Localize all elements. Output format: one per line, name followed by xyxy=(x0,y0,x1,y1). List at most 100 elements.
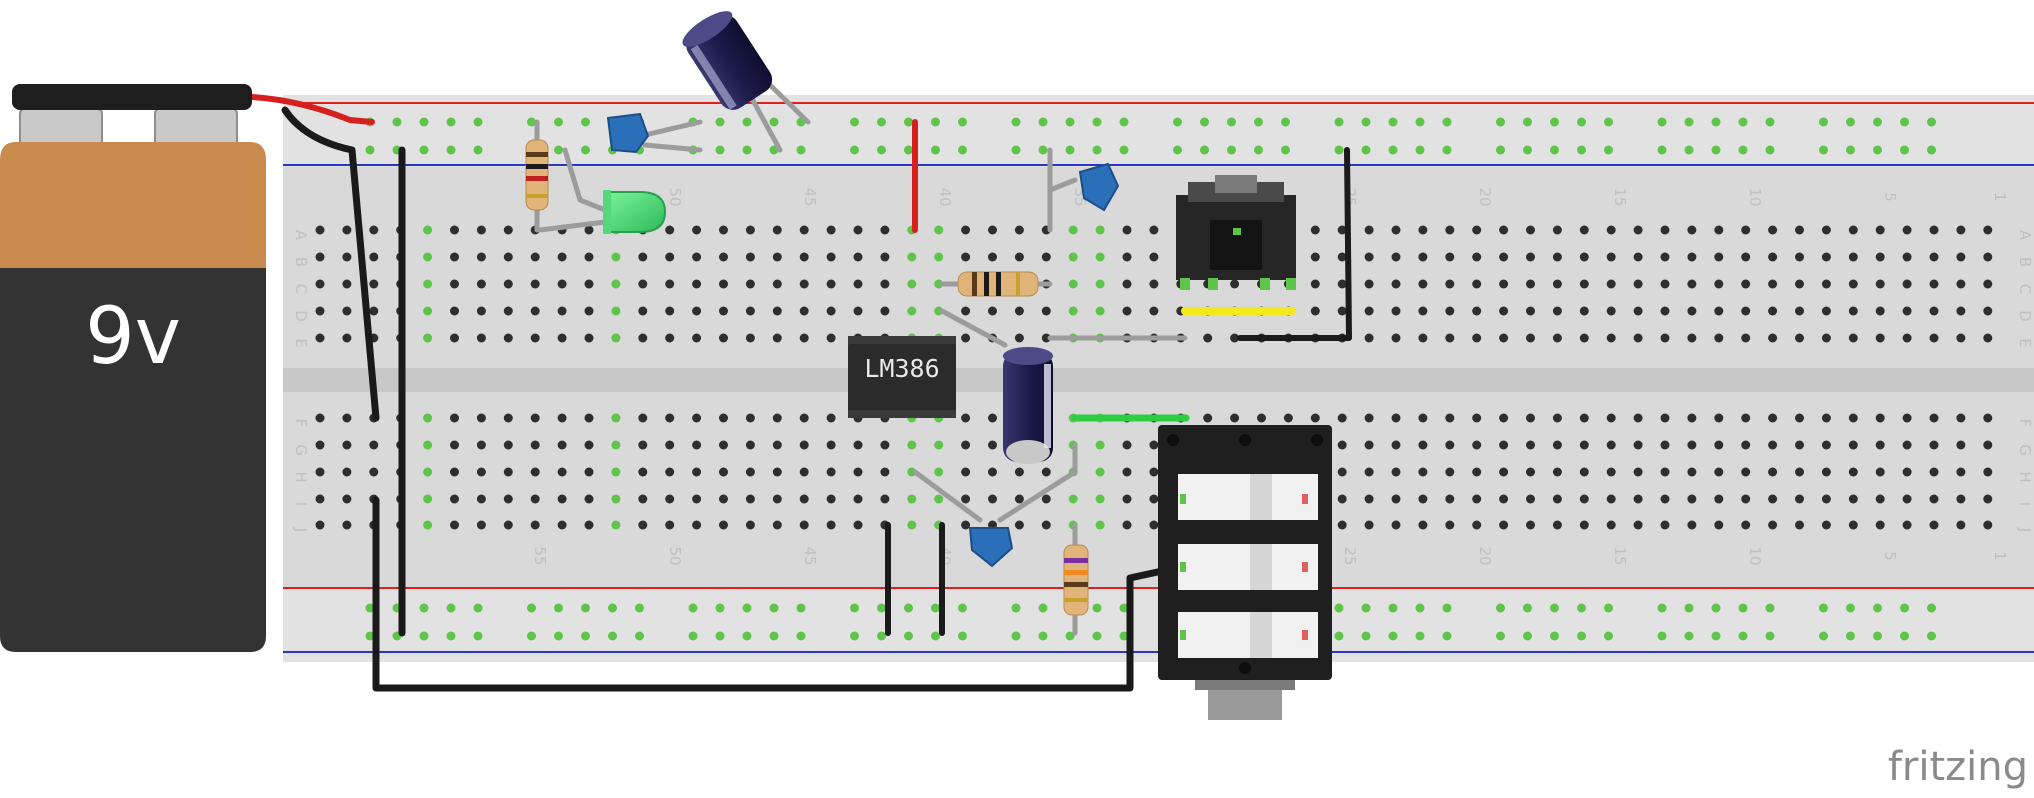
breadboard-hole xyxy=(557,413,567,423)
row-letter-right: I xyxy=(2016,502,2034,506)
breadboard-hole xyxy=(1902,333,1912,343)
capacitor-ceramic-3 xyxy=(968,527,1014,568)
breadboard-hole xyxy=(1900,145,1909,155)
breadboard-hole xyxy=(1873,117,1882,127)
breadboard-hole xyxy=(769,603,779,613)
breadboard-hole xyxy=(1418,413,1428,423)
breadboard-hole xyxy=(772,333,782,343)
breadboard-hole xyxy=(1795,520,1804,530)
breadboard-hole xyxy=(988,225,997,235)
breadboard-hole xyxy=(1122,252,1132,262)
breadboard-hole xyxy=(1821,333,1831,343)
breadboard-hole xyxy=(557,467,567,477)
breadboard-hole xyxy=(1606,279,1616,289)
breadboard-hole xyxy=(1038,117,1048,127)
breadboard-hole xyxy=(342,494,352,504)
breadboard-hole xyxy=(476,440,486,450)
row-letter-left: G xyxy=(292,444,310,456)
breadboard-hole xyxy=(1472,440,1482,450)
breadboard-hole xyxy=(1604,603,1613,613)
breadboard-hole xyxy=(1337,413,1347,423)
breadboard-hole xyxy=(1014,467,1024,477)
breadboard-hole xyxy=(1795,494,1804,504)
breadboard-hole xyxy=(423,494,433,504)
breadboard-hole xyxy=(1149,252,1159,262)
breadboard-hole xyxy=(880,252,890,262)
breadboard-hole xyxy=(1956,333,1966,343)
row-letter-right: F xyxy=(2016,419,2034,428)
breadboard-hole xyxy=(1550,145,1559,155)
breadboard-hole xyxy=(1445,413,1455,423)
breadboard-hole xyxy=(1983,252,1993,262)
breadboard-hole xyxy=(1068,279,1078,289)
breadboard-hole xyxy=(1041,306,1051,316)
breadboard-hole xyxy=(1714,252,1724,262)
breadboard-top-rail-strip xyxy=(283,95,2034,167)
breadboard-hole xyxy=(934,440,944,450)
breadboard-hole xyxy=(1337,520,1347,530)
breadboard-hole xyxy=(1014,225,1024,235)
breadboard-hole xyxy=(958,117,967,127)
breadboard-hole xyxy=(692,494,702,504)
breadboard-hole xyxy=(742,145,752,155)
breadboard-hole xyxy=(1902,279,1912,289)
breadboard-hole xyxy=(1068,306,1078,316)
breadboard-hole xyxy=(1095,252,1105,262)
breadboard-hole xyxy=(1068,252,1078,262)
breadboard-hole xyxy=(342,467,352,477)
row-letter-right: C xyxy=(2016,284,2034,294)
breadboard-hole xyxy=(1361,631,1371,641)
breadboard-hole xyxy=(1472,252,1482,262)
breadboard-hole xyxy=(742,631,752,641)
breadboard-hole xyxy=(688,631,698,641)
breadboard-hole xyxy=(958,603,967,613)
breadboard-hole xyxy=(503,440,513,450)
breadboard-hole xyxy=(934,252,944,262)
breadboard-hole xyxy=(1929,225,1939,235)
breadboard-hole xyxy=(850,603,859,613)
breadboard-hole xyxy=(1415,631,1425,641)
breadboard-hole xyxy=(826,467,836,477)
breadboard-hole xyxy=(1095,494,1105,504)
breadboard-hole xyxy=(1122,306,1132,316)
breadboard-hole xyxy=(608,631,617,641)
breadboard-hole xyxy=(692,333,702,343)
breadboard-hole xyxy=(446,631,456,641)
breadboard-hole xyxy=(826,333,836,343)
breadboard-hole xyxy=(1765,145,1775,155)
breadboard-hole xyxy=(503,333,513,343)
breadboard-hole xyxy=(476,333,486,343)
breadboard-hole xyxy=(1552,413,1562,423)
breadboard-hole xyxy=(934,225,944,235)
breadboard-hole xyxy=(1526,413,1535,423)
breadboard-hole xyxy=(745,252,755,262)
breadboard-hole xyxy=(423,306,433,316)
breadboard-hole xyxy=(1927,145,1936,155)
breadboard-hole xyxy=(799,520,809,530)
breadboard-hole xyxy=(1499,520,1509,530)
breadboard-hole xyxy=(315,440,325,450)
breadboard-hole xyxy=(1660,252,1670,262)
wire-black-jack-top xyxy=(1237,147,1352,341)
breadboard-hole xyxy=(665,494,675,504)
breadboard-hole xyxy=(826,306,836,316)
breadboard-hole xyxy=(745,440,755,450)
breadboard-hole xyxy=(1552,467,1562,477)
breadboard-hole xyxy=(715,117,725,127)
breadboard-hole xyxy=(1499,494,1509,504)
breadboard-hole xyxy=(554,145,563,155)
breadboard-hole xyxy=(581,117,590,127)
breadboard-hole xyxy=(530,279,540,289)
row-letter-right: A xyxy=(2016,230,2034,241)
breadboard-hole xyxy=(476,279,486,289)
breadboard-hole xyxy=(1577,631,1586,641)
breadboard-hole xyxy=(1445,333,1455,343)
breadboard-hole xyxy=(799,467,809,477)
breadboard-hole xyxy=(611,279,621,289)
breadboard-hole xyxy=(1472,279,1482,289)
breadboard-hole xyxy=(1848,440,1858,450)
breadboard-hole xyxy=(557,440,567,450)
breadboard-hole xyxy=(1848,306,1858,316)
breadboard-hole xyxy=(1095,520,1105,530)
breadboard-hole xyxy=(796,145,806,155)
